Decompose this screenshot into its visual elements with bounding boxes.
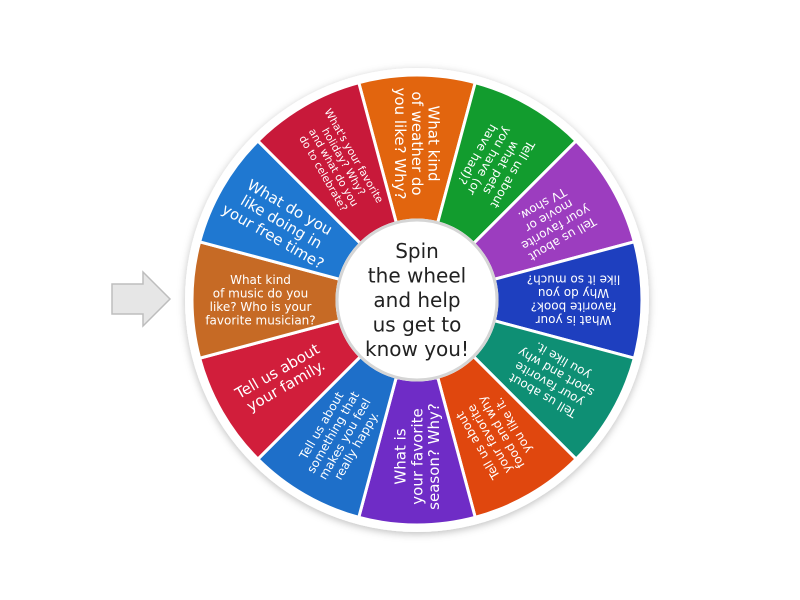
center-instruction-line: the wheel [368, 264, 466, 288]
segment-question-line: What kind [230, 273, 291, 287]
arrow-right-icon [111, 270, 172, 328]
segment-question: What is yourfavorite book?Why do youlike… [527, 273, 621, 327]
wheel-segments: What kindof weather doyou like? Why?Tell… [190, 73, 644, 527]
wheel-segment: Tell us aboutwhat petsyou have (orhave h… [435, 80, 579, 246]
segment-question-line: What kind [425, 105, 443, 181]
segment-question-line: Why do you [538, 286, 609, 300]
wheel-segment: Tell us aboutsomething thatmakes you fee… [255, 354, 399, 520]
segment-question-line: like? Who is your [210, 300, 312, 314]
segment-question-line: season? Why? [425, 403, 443, 510]
center-instruction-line: Spin [395, 239, 439, 263]
segment-question-line: of music do you [213, 286, 309, 300]
segment-question-line: of weather do [408, 91, 426, 195]
center-instruction-line: know you! [365, 337, 469, 361]
segment-question-line: you like? Why? [391, 88, 409, 200]
segment-question-line: What is [391, 428, 409, 484]
segment-question-line: favorite musician? [205, 313, 315, 327]
wheel-segment: Tell us aboutyour family. [197, 318, 363, 462]
wheel-segment: What do youlike doing inyour free time? [197, 138, 363, 282]
segment-question-line: your favorite [408, 408, 426, 504]
segment-question-line: favorite book? [531, 300, 617, 314]
center-instruction-line: us get to [373, 313, 462, 337]
segment-question-line: What is your [536, 313, 612, 327]
center-instruction-line: and help [373, 288, 460, 312]
segment-question: What kindof weather doyou like? Why? [391, 88, 443, 200]
segment-question: What isyour favoriteseason? Why? [391, 403, 443, 510]
segment-question-line: like it so much? [527, 273, 621, 287]
